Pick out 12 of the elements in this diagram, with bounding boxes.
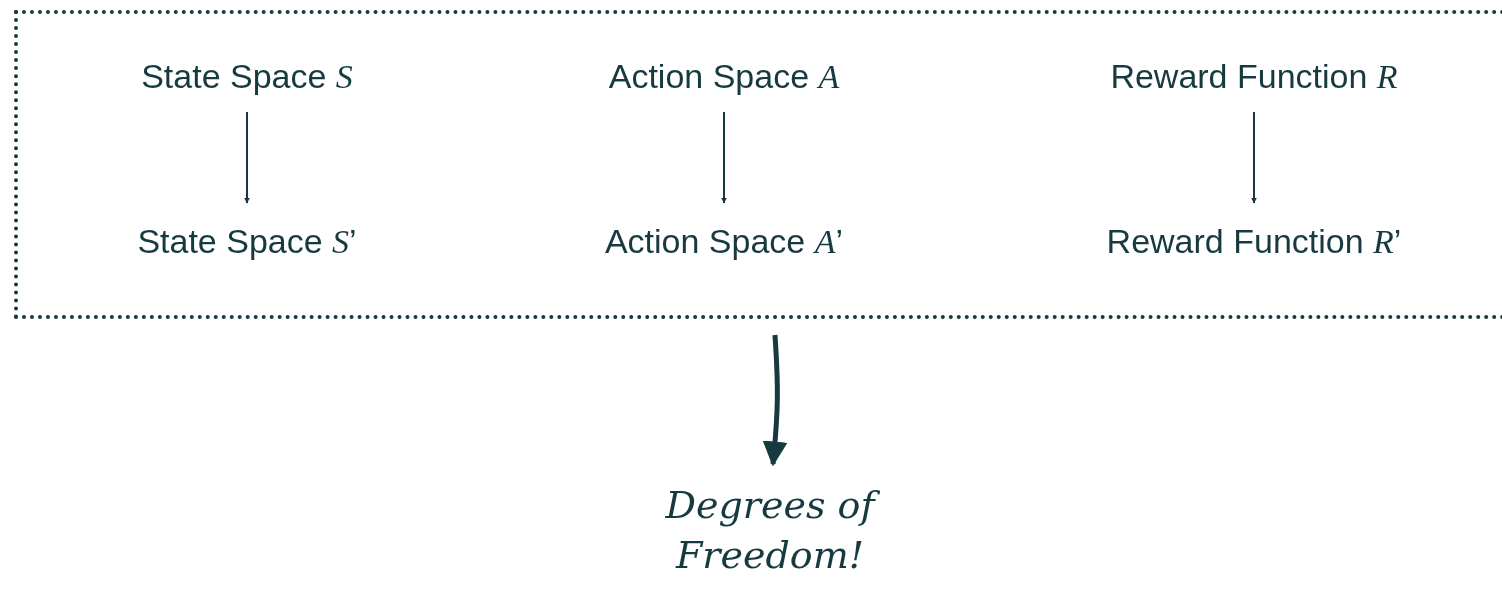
arrow xyxy=(1251,111,1257,204)
dotted-frame xyxy=(14,10,1502,319)
label-text: Reward Function R’ xyxy=(1106,221,1402,262)
label-text: State Space S’ xyxy=(137,221,357,262)
arrow xyxy=(244,111,250,204)
handwritten-note: Degrees of Freedom! xyxy=(620,480,920,580)
label-text: Action Space A’ xyxy=(604,221,844,262)
arrow xyxy=(721,111,727,204)
label-text: Reward Function R xyxy=(1110,56,1398,97)
label-text: Action Space A xyxy=(608,56,840,97)
label-text: State Space S xyxy=(141,56,353,97)
arrow xyxy=(762,334,788,467)
